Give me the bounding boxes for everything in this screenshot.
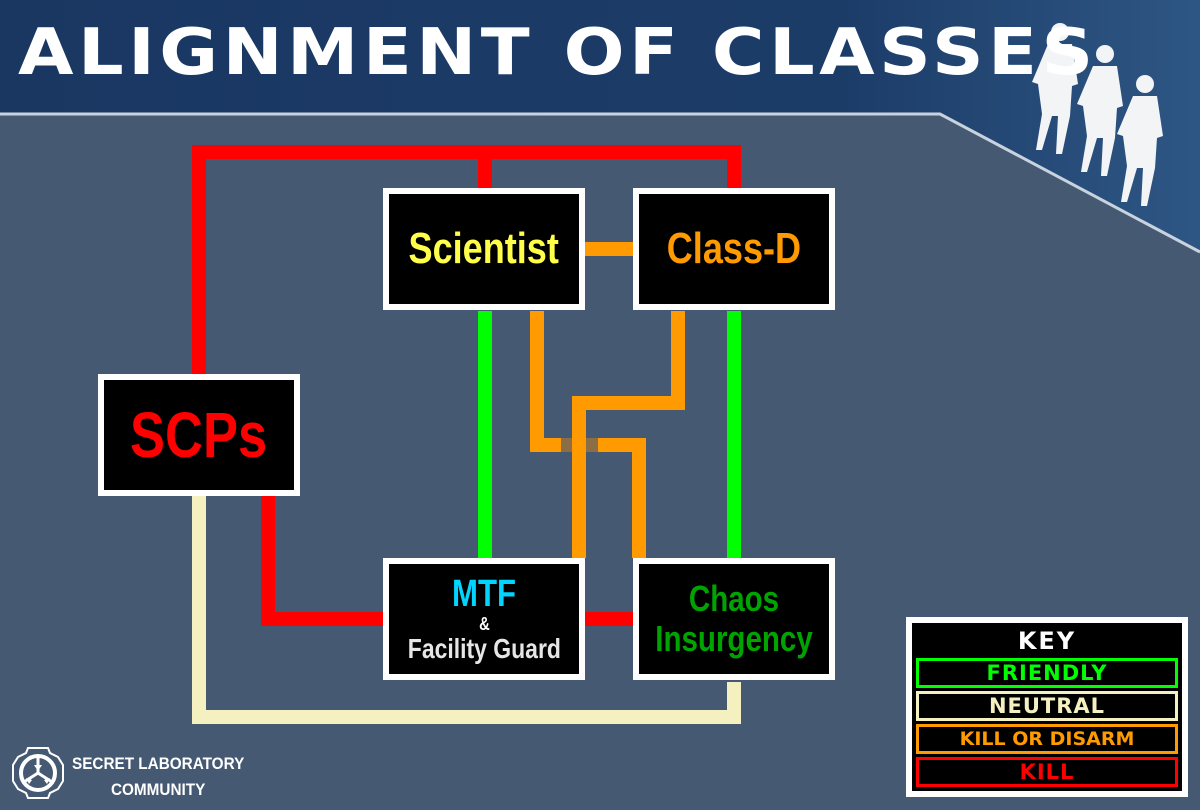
key-item-kill-or-disarm: KILL OR DISARM: [916, 724, 1178, 754]
key-item-friendly: FRIENDLY: [916, 658, 1178, 688]
node-label: Scientist: [408, 224, 560, 273]
line-scps-mtf-kill: [261, 495, 384, 626]
silhouettes-icon: [1032, 23, 1163, 206]
line-scps-scientist-kill: [192, 145, 492, 375]
logo-text: SECRET LABORATORY COMMUNITY: [72, 751, 244, 803]
logo-line-1: SECRET LABORATORY: [72, 754, 245, 773]
page-title: ALIGNMENT OF CLASSES: [18, 16, 1098, 90]
scp-logo-icon: [12, 747, 64, 799]
node-class-d: Class-D: [633, 188, 835, 310]
key-item-kill: KILL: [916, 757, 1178, 787]
node-chaos-insurgency: Chaos Insurgency: [633, 558, 835, 680]
line-scps-chaos-neutral: [192, 495, 741, 724]
node-mtf: MTF & Facility Guard: [383, 558, 585, 680]
node-label: SCPs: [130, 399, 268, 471]
logo-line-2: COMMUNITY: [110, 780, 206, 799]
key-title: KEY: [1017, 627, 1077, 655]
node-scps: SCPs: [98, 374, 300, 496]
node-label: Class-D: [666, 224, 802, 273]
key-legend: KEY FRIENDLY NEUTRAL KILL OR DISARM KILL: [906, 617, 1188, 797]
node-sublabel: Facility Guard: [407, 633, 561, 664]
header-banner: [0, 0, 1200, 254]
node-ampersand: &: [478, 614, 490, 634]
node-scientist: Scientist: [383, 188, 585, 310]
line-classd-mtf-kill-or-disarm: [572, 311, 685, 558]
line-scps-classd-kill: [478, 145, 741, 188]
line-scientist-chaos-kill-or-disarm: [530, 311, 646, 558]
key-item-neutral: NEUTRAL: [916, 691, 1178, 721]
node-label: MTF: [451, 573, 517, 615]
node-label: Chaos Insurgency: [655, 578, 813, 659]
